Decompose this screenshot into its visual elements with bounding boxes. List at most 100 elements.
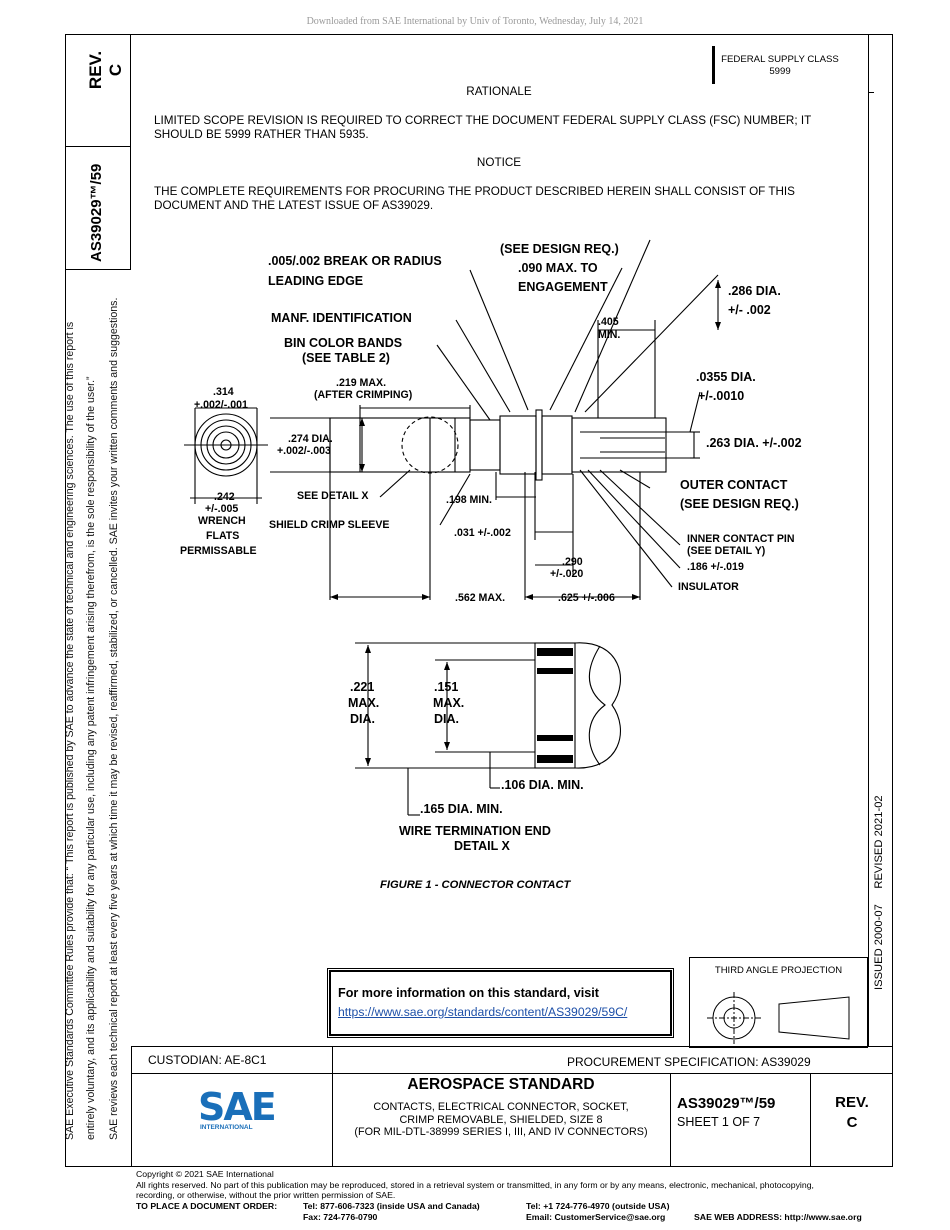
label-405-min: MIN. [598,329,621,341]
label-wrench: WRENCH [198,515,246,527]
label-wire-termination: WIRE TERMINATION END [399,824,551,838]
label-tol-290: +/-.020 [550,568,584,580]
label-outer-contact: OUTER CONTACT [680,478,788,492]
right-column-tick [868,92,874,94]
label-151-dia: DIA. [434,712,459,726]
footer-tel2: Tel: +1 724-776-4970 (outside USA) [526,1201,670,1211]
procurement-spec: PROCUREMENT SPECIFICATION: AS39029 [567,1055,811,1069]
title-block-top [131,1046,893,1048]
notice-line2: DOCUMENT AND THE LATEST ISSUE OF AS39029… [154,199,434,212]
label-see-detail-x: SEE DETAIL X [297,490,369,502]
federal-supply-class: FEDERAL SUPPLY CLASS 5999 [700,54,860,78]
label-insulator: INSULATOR [678,581,739,593]
label-186: .186 +/-.019 [687,561,744,573]
label-dia-263: .263 DIA. +/-.002 [706,436,802,450]
label-detail-x-title: DETAIL X [454,839,510,853]
footer-copyright: Copyright © 2021 SAE International [136,1169,274,1179]
notice-heading: NOTICE [476,156,522,169]
rationale-heading: RATIONALE [466,85,532,98]
label-break-radius: .005/.002 BREAK OR RADIUS [268,254,442,268]
download-note: Downloaded from SAE International by Uni… [306,16,644,27]
projection-label: THIRD ANGLE PROJECTION [714,965,843,976]
title-block-left [131,1046,133,1166]
document-title: CONTACTS, ELECTRICAL CONNECTOR, SOCKET, … [338,1101,664,1139]
title-line3: (FOR MIL-DTL-38999 SERIES I, III, AND IV… [354,1126,648,1138]
info-box [327,968,674,1038]
label-625: .625 +/-.006 [558,592,615,604]
label-permissable: PERMISSABLE [180,545,257,557]
label-221-dia: DIA. [350,712,375,726]
label-242: .242 [214,491,235,503]
figure-caption: FIGURE 1 - CONNECTOR CONTACT [380,879,571,891]
label-manf-id: MANF. IDENTIFICATION [271,311,412,325]
standard-link[interactable]: https://www.sae.org/standards/content/AS… [338,1005,628,1019]
left-column-rule-2 [65,269,131,271]
label-tol-0355: +/-.0010 [698,389,745,403]
left-column-divider [130,34,132,270]
custodian: CUSTODIAN: AE-8C1 [148,1053,267,1067]
title-line2: CRIMP REMOVABLE, SHIELDED, SIZE 8 [399,1113,603,1126]
label-314: .314 [213,386,234,398]
footer-fax: Fax: 724-776-0790 [303,1212,378,1222]
label-see-table2: (SEE TABLE 2) [302,351,390,365]
fsc-bar [712,46,715,84]
label-106-min: .106 DIA. MIN. [501,778,584,792]
label-tol-314: +.002/-.001 [194,399,248,411]
label-tol-242: +/-.005 [205,503,239,515]
label-after-crimping: (AFTER CRIMPING) [314,389,413,401]
label-flats: FLATS [206,530,240,542]
revision-label: REV. [835,1094,869,1111]
title-line1: CONTACTS, ELECTRICAL CONNECTOR, SOCKET, [373,1101,629,1113]
label-shield-crimp: SHIELD CRIMP SLEEVE [269,519,390,531]
label-see-design: (SEE DESIGN REQ.) [500,242,619,256]
revision-block: REV. C [812,1093,892,1133]
third-angle-projection-icon [707,992,850,1044]
label-leading-edge: LEADING EDGE [268,274,364,288]
projection-box [689,957,868,1048]
label-090-max: .090 MAX. TO [518,261,598,275]
label-bin-bands: BIN COLOR BANDS [284,336,403,350]
revision-value: C [846,1114,858,1131]
page-frame [65,34,893,1167]
label-198-min: .198 MIN. [446,494,492,506]
label-151: .151 [434,680,459,694]
label-151-max: MAX. [433,696,465,710]
footer-email: Email: CustomerService@sae.org [526,1212,666,1222]
sheet-number: SHEET 1 OF 7 [677,1115,761,1129]
notice-line1: THE COMPLETE REQUIREMENTS FOR PROCURING … [154,185,795,198]
footer-rights1: All rights reserved. No part of this pub… [136,1180,814,1190]
label-see-detail-y: (SEE DETAIL Y) [687,545,766,557]
label-165-min: .165 DIA. MIN. [420,802,503,816]
label-221: .221 [350,680,375,694]
sae-logo-sub: INTERNATIONAL [200,1124,253,1131]
label-outer-design-req: (SEE DESIGN REQ.) [680,497,799,511]
doc-number: AS39029™/59 [677,1095,776,1112]
aerospace-standard-heading: AEROSPACE STANDARD [407,1076,595,1093]
title-block-div2 [670,1073,672,1166]
title-block-rule [131,1073,893,1075]
title-block-div1 [332,1046,334,1166]
label-405: .405 [598,316,619,328]
title-block-div3 [810,1073,812,1166]
info-title: For more information on this standard, v… [338,986,599,1000]
label-221-max: MAX. [348,696,380,710]
sae-logo: SAE [198,1085,277,1129]
label-031: .031 +/-.002 [454,527,511,539]
right-column-divider [868,34,870,1046]
label-562-max: .562 MAX. [455,592,506,604]
left-column-rule-1 [65,146,131,148]
rationale-line1: LIMITED SCOPE REVISION IS REQUIRED TO CO… [154,114,812,127]
footer-web: SAE WEB ADDRESS: http://www.sae.org [694,1212,862,1222]
label-dia-0355: .0355 DIA. [696,370,756,384]
fsc-value: 5999 [769,66,791,77]
label-tol-286: +/- .002 [728,303,771,317]
footer-order: TO PLACE A DOCUMENT ORDER: [136,1201,278,1211]
rationale-line2: SHOULD BE 5999 RATHER THAN 5935. [154,128,369,141]
label-tol-274: +.002/-.003 [277,445,331,457]
fsc-label: FEDERAL SUPPLY CLASS [721,54,839,65]
footer-tel1: Tel: 877-606-7323 (inside USA and Canada… [303,1201,480,1211]
label-219-max: .219 MAX. [336,377,387,389]
label-dia-274: .274 DIA. [288,433,333,445]
label-290: .290 [562,556,583,568]
